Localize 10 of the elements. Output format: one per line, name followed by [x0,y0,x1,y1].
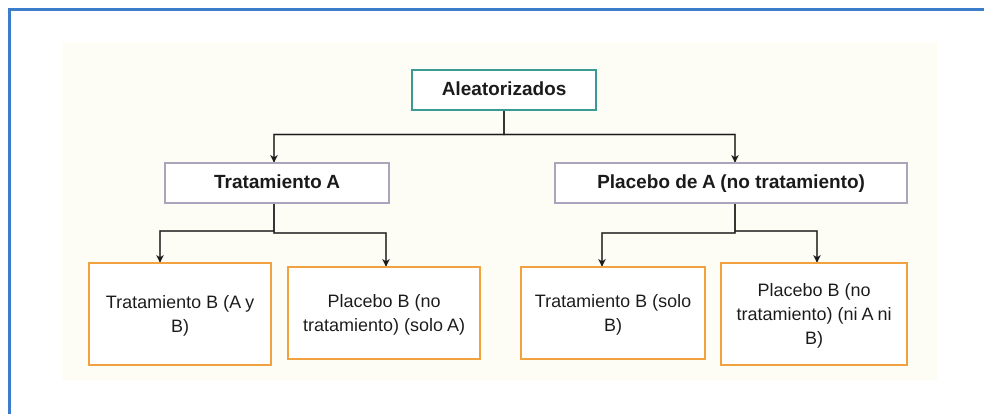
group-box: Tratamiento B (solo B) [520,266,706,360]
group-box: Placebo B (no tratamiento) (ni A ni B) [720,262,908,366]
group-box: Placebo B (no tratamiento) (solo A) [287,266,481,360]
arrow [273,204,390,267]
arm-box: Placebo de A (no tratamiento) [554,162,908,204]
group-box: Tratamiento B (A y B) [88,262,272,366]
arm-box: Aleatorizados [411,69,597,111]
arm-box: Tratamiento A [164,162,390,204]
arrow [734,204,821,263]
arrow [503,111,739,163]
